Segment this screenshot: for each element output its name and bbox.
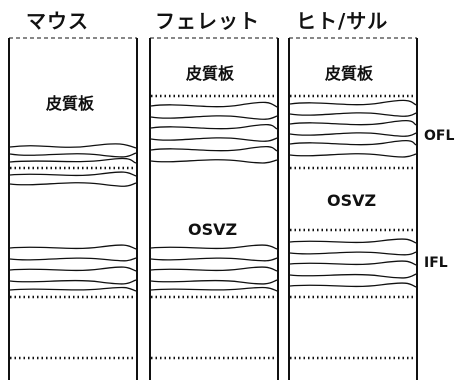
human-fiber [289,119,417,126]
ferret-fiber [150,257,278,262]
mouse-fiber [9,152,137,158]
ferret-fiber [150,137,278,142]
human-fiber [289,112,417,117]
fiber-lines [9,99,417,292]
ferret-osvz-label: OSVZ [188,220,238,239]
mouse-fiber [9,257,137,262]
column-ferret-outline [149,37,279,380]
human-fiber [289,238,417,244]
human-fiber [289,251,417,256]
mouse-fiber [9,157,137,164]
column-title-ferret: フェレット [155,9,260,33]
mouse-fiber [9,286,137,292]
ferret-fiber [150,115,278,120]
human-cortical-plate-label: 皮質板 [325,64,374,83]
mouse-fiber [9,143,137,149]
ferret-fiber [150,159,278,164]
ferret-fiber [150,266,278,272]
dotted-boundaries [10,94,416,360]
column-human-outline [288,37,418,380]
ferret-fiber [150,123,278,130]
human-fiber [289,282,417,288]
ofl-label: OFL [424,128,455,144]
human-osvz-label: OSVZ [327,191,377,210]
human-fiber [289,99,417,106]
mouse-fiber [9,244,137,250]
ifl-label: IFL [424,255,448,271]
mouse-fiber [9,171,137,177]
ferret-fiber [150,244,278,250]
ferret-cortical-plate-label: 皮質板 [186,64,235,83]
human-fiber [289,132,417,137]
column-mouse-outline [8,37,138,380]
human-fiber [289,153,417,158]
mouse-cortical-plate-label: 皮質板 [46,94,95,113]
human-fiber [289,273,417,279]
column-title-mouse: マウス [26,9,89,33]
mouse-fiber [9,182,137,187]
column-title-human-monkey: ヒト/サル [296,9,389,33]
ferret-fiber [150,145,278,152]
ferret-fiber [150,286,278,292]
mouse-fiber [9,266,137,272]
ferret-fiber [150,279,278,285]
human-fiber [289,260,417,266]
human-fiber [289,139,417,146]
mouse-fiber [9,279,137,285]
ferret-fiber [150,101,278,108]
